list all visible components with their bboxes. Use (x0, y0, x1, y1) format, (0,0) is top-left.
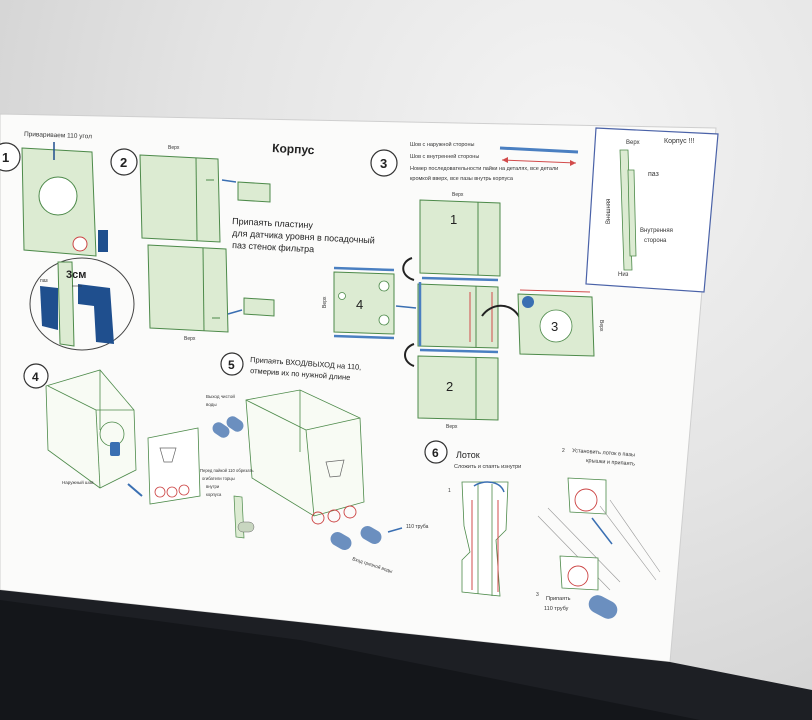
pipe-icon (212, 422, 230, 438)
lid-slot-bottom (559, 555, 599, 591)
step6-number: 6 (432, 446, 439, 460)
legend-red-arrow (501, 159, 577, 164)
step6-marker-1: 1 (448, 488, 451, 494)
step2-note-line: паз стенок фильтра (232, 240, 315, 254)
step1-pipe-hole (72, 236, 88, 252)
page-title: Корпус (272, 141, 315, 157)
panel-2-label: 2 (446, 379, 453, 394)
inset-inner-line: сторона (644, 238, 667, 244)
step1-detail-angle (78, 284, 114, 344)
step3-top-label: Верх (452, 192, 464, 198)
step3-group: 3 Шов с наружной стороны Шов с внутренне… (322, 141, 604, 430)
step2-top-label: Верх (168, 145, 180, 151)
step5-clean-water-line: воды (206, 402, 217, 407)
step4-number: 4 (32, 370, 39, 384)
step6-marker-3: 3 (536, 592, 539, 598)
inset-inner-line: Внутренняя (640, 228, 673, 234)
step5-clean-water-line: Выход чистой (206, 393, 235, 399)
lid-slot-top (567, 477, 607, 515)
step-number-circle (424, 440, 448, 464)
panel-1 (419, 199, 501, 277)
panel-center (417, 283, 499, 349)
panel-4-label: 4 (356, 297, 363, 312)
pipe-icon (360, 526, 382, 544)
step6-marker-2: 2 (562, 448, 565, 454)
step1-group: 1 Привариваем 110 угол 3см паз (0, 131, 135, 351)
inset-box: Корпус !!! Верх паз Внешняя Внутренняя с… (585, 127, 719, 293)
step5-pipe-note-line: внутри (206, 484, 220, 489)
legend-note-line: Номер последовательности пайки на деталя… (410, 165, 558, 172)
step2-number: 2 (120, 155, 127, 170)
step-number-circle (370, 149, 398, 177)
legend-note-line: кромкой вверх, все пазы внутрь корпуса (410, 175, 514, 182)
step6-solder-line: 110 трубу (544, 606, 569, 612)
step4-group: 4 Наружный шов (23, 363, 201, 505)
step6-solder-line: Припаять (546, 596, 571, 602)
inset-slot: паз (648, 171, 659, 178)
panel-1-label: 1 (450, 212, 457, 227)
step3-side-left-label: Верх (322, 296, 328, 308)
step5-pipe-note-line: огибатели торцы (202, 476, 235, 481)
step6-install-line: крышки и припаять (586, 458, 635, 467)
step-number-circle (220, 352, 244, 376)
step-number-circle (0, 142, 21, 172)
step5-pipe-note-line: корпуса (206, 492, 222, 497)
step2-group: 2 Верх Верх Припаять пластину для датчик… (110, 145, 375, 342)
step-number-circle (110, 148, 138, 176)
pipe-icon (330, 532, 352, 550)
step1-number: 1 (2, 150, 9, 165)
step1-caption: Привариваем 110 угол (24, 131, 92, 140)
panel-2 (417, 355, 499, 421)
step1-slot-label: паз (40, 278, 48, 284)
step5-group: 5 Припаять ВХОД/ВЫХОД на 110, отмерив их… (200, 352, 429, 575)
inset-title: Корпус !!! (664, 138, 694, 145)
step2-plate-top (237, 181, 271, 203)
step6-group: 6 Лоток Сложить и спаять изнутри 1 2 Уст… (424, 440, 661, 619)
step1-corner (98, 230, 108, 252)
pipe-icon (237, 521, 255, 533)
panel-3-label: 3 (551, 319, 558, 334)
step2-note-line: Припаять пластину (232, 216, 314, 230)
inset-bottom: Низ (618, 272, 629, 278)
step1-hole (38, 176, 78, 216)
rotate-arrow (481, 304, 521, 319)
step1-gap-label: 3см (66, 269, 86, 281)
legend-blue-line (499, 146, 579, 154)
legend-inner-seam: Шов с внутренней стороны (410, 153, 479, 160)
step6-subtitle: Сложить и спаять изнутри (454, 464, 521, 470)
legend-outer-seam: Шов с наружной стороны (410, 141, 475, 148)
pipe-icon (588, 595, 618, 619)
step1-detail-panel (57, 261, 75, 347)
step5-pipe-note-line: Перед пайкой 110 обрезать (200, 468, 254, 473)
step2-panel-bottom (147, 244, 229, 333)
step4-caption: Наружный шов (62, 479, 94, 485)
pipe-icon (226, 416, 244, 432)
step5-number: 5 (228, 358, 235, 372)
step2-plate-bottom (243, 297, 275, 317)
rotate-arrow (404, 343, 415, 367)
inset-top: Верх (626, 140, 640, 146)
tray-flat (461, 481, 509, 597)
step2-panel-top (139, 154, 221, 243)
step5-pipe-label: 110 труба (406, 524, 429, 530)
inset-outer: Внешняя (606, 199, 612, 224)
step3-number: 3 (380, 156, 387, 171)
step-number-circle (23, 363, 49, 389)
step1-zoom-ellipse (29, 257, 135, 351)
step3-bottom-label: Верх (446, 424, 458, 430)
step2-bottom-label: Верх (184, 336, 196, 342)
rotate-arrow (402, 257, 415, 281)
step6-title: Лоток (456, 450, 480, 460)
step6-install-line: Установить лоток в пазы (572, 448, 635, 458)
step3-side-right-label: Верх (598, 320, 604, 332)
